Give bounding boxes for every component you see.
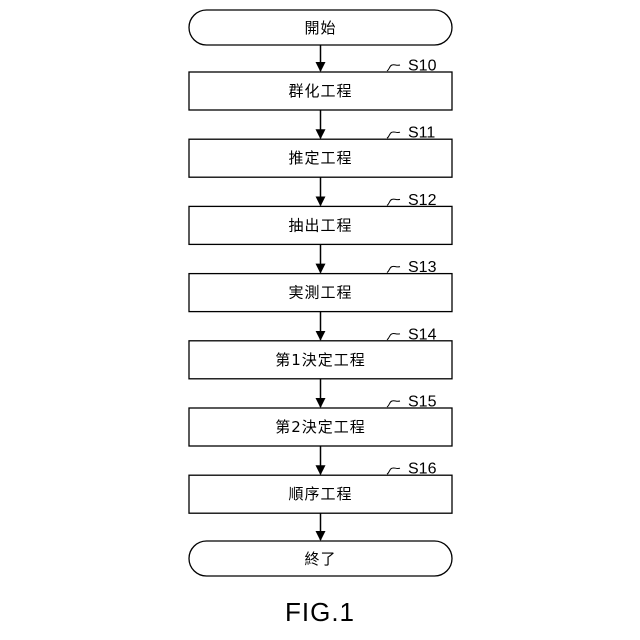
process-label: 推定工程 xyxy=(288,149,352,167)
start-terminal: 開始 xyxy=(189,10,452,45)
step-leader-line xyxy=(387,132,400,138)
process-label: 第1決定工程 xyxy=(275,351,366,369)
step-number: S12 xyxy=(408,192,437,209)
process-label: 群化工程 xyxy=(288,82,352,100)
step-leader-line xyxy=(387,401,400,407)
step-number: S15 xyxy=(408,394,437,411)
process-label: 第2決定工程 xyxy=(275,418,366,436)
step-leader-line xyxy=(387,468,400,474)
step-number: S11 xyxy=(408,125,435,142)
process-label: 抽出工程 xyxy=(288,216,352,234)
step-number: S10 xyxy=(408,58,437,75)
step-leader-line xyxy=(387,334,400,340)
end-terminal-label: 終了 xyxy=(304,550,336,568)
start-terminal-label: 開始 xyxy=(304,19,336,37)
step-number: S16 xyxy=(408,461,437,478)
step-number: S13 xyxy=(408,259,437,276)
process-label: 実測工程 xyxy=(288,284,352,302)
step-number: S14 xyxy=(408,326,437,343)
step-leader-line xyxy=(387,65,400,71)
process-label: 順序工程 xyxy=(288,485,352,503)
step-leader-line xyxy=(387,266,400,272)
step-leader-line xyxy=(387,199,400,205)
end-terminal: 終了 xyxy=(189,541,452,576)
figure-caption: FIG.1 xyxy=(285,597,355,627)
